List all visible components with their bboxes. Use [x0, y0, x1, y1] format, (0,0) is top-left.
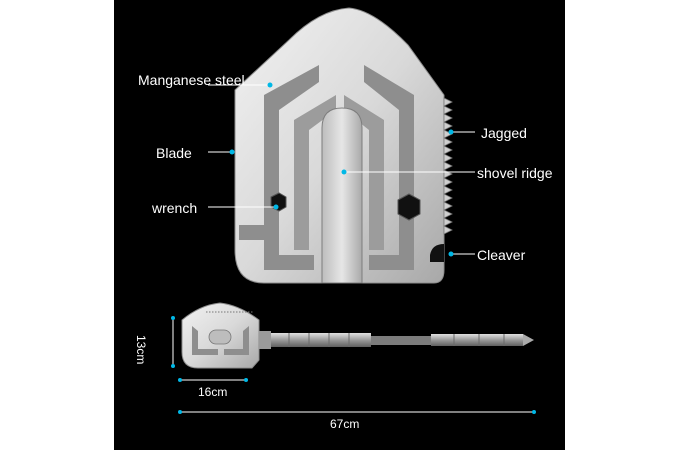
dimension-length: 67cm	[330, 417, 360, 431]
full-shovel-drawing	[181, 302, 534, 369]
callout-lines	[208, 84, 475, 255]
dimension-height: 13cm	[134, 335, 148, 365]
dimension-lines	[172, 318, 534, 413]
label-cleaver: Cleaver	[477, 247, 526, 263]
label-blade: Blade	[156, 145, 192, 161]
label-shovel-ridge: shovel ridge	[477, 165, 553, 181]
label-jagged: Jagged	[481, 125, 527, 141]
shovel-illustration	[171, 7, 536, 414]
label-wrench: wrench	[152, 200, 198, 216]
label-manganese-steel: Manganese steel	[138, 72, 245, 88]
dimension-width: 16cm	[198, 385, 228, 399]
dimension-dots	[171, 316, 536, 414]
product-photo: Manganese steel Blade wrench Jagged shov…	[114, 0, 565, 450]
callout-dots	[229, 82, 454, 257]
large-blade	[234, 7, 453, 284]
